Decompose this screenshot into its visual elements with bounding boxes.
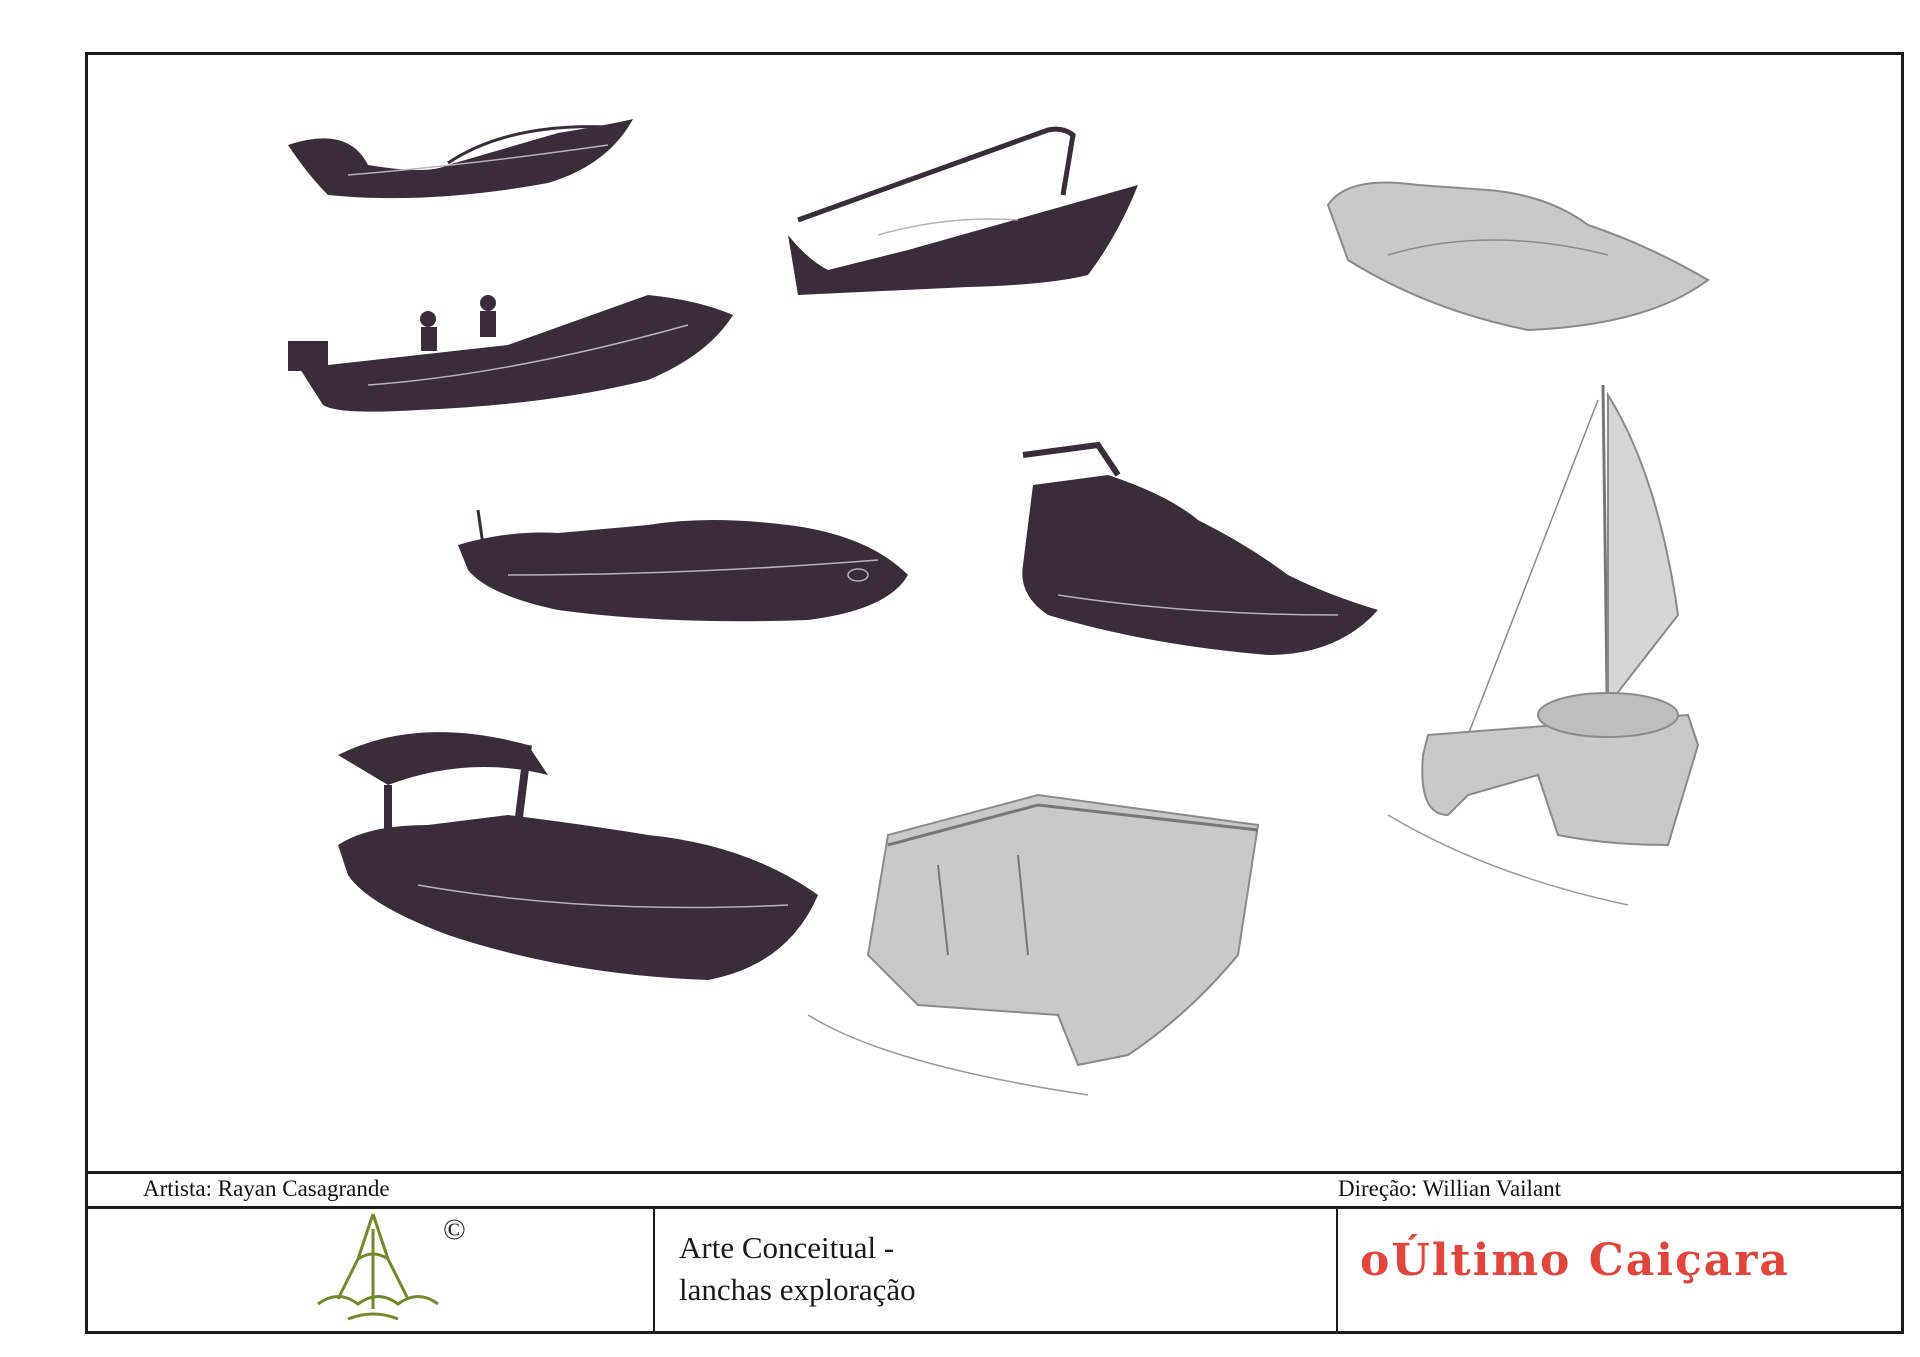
studio-logo-icon [317, 1213, 439, 1321]
boat-sketch-3 [1326, 181, 1710, 332]
concept-title-line-1: Arte Conceitual - [679, 1230, 895, 1265]
boat-sketch-7 [338, 732, 818, 980]
brand-title: oÚltimo Caiçara [1360, 1235, 1790, 1286]
concept-art-sheet: Artista: Rayan Casagrande Direção: Willi… [85, 52, 1904, 1334]
boat-sketch-2 [788, 126, 1138, 295]
credits-row: Artista: Rayan Casagrande Direção: Willi… [88, 1171, 1901, 1209]
concept-title-line-2: lanchas exploração [679, 1272, 916, 1307]
direction-credit: Direção: Willian Vailant [1338, 1176, 1562, 1201]
boat-sketch-5 [458, 509, 908, 622]
boat-sketch-1 [288, 119, 633, 199]
sketch-area [88, 55, 1901, 1174]
boat-sketch-8 [807, 793, 1260, 1096]
concept-title: Arte Conceitual - lanchas exploração [679, 1227, 916, 1311]
artist-credit: Artista: Rayan Casagrande [143, 1176, 390, 1201]
copyright-mark: © [443, 1213, 466, 1246]
boat-sketch-6 [1022, 441, 1378, 655]
boat-sketches [288, 119, 1710, 1096]
studio-logo-cell: © [88, 1209, 655, 1332]
concept-title-cell: Arte Conceitual - lanchas exploração [655, 1209, 1338, 1332]
brand-cell: oÚltimo Caiçara [1338, 1209, 1901, 1332]
info-row: © Arte Conceitual - lanchas exploração o… [88, 1209, 1901, 1334]
boat-sketch-9 [1387, 384, 1700, 906]
boat-sketch-4 [288, 295, 733, 412]
